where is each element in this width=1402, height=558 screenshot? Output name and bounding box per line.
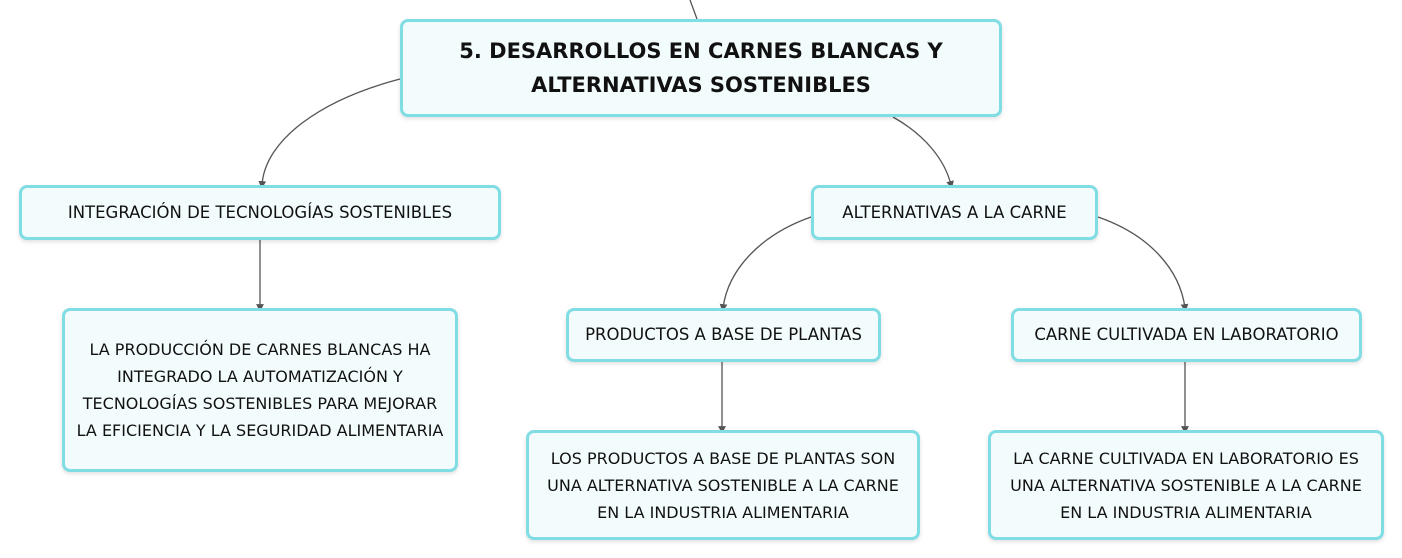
detail-line: EN LA INDUSTRIA ALIMENTARIA (597, 502, 849, 522)
connector-alternatives-to-lab (1097, 216, 1189, 312)
detail-node-plant-based[interactable]: LOS PRODUCTOS A BASE DE PLANTAS SON UNA … (526, 430, 920, 540)
detail-line: LA EFICIENCIA Y LA SEGURIDAD ALIMENTARIA (76, 421, 444, 440)
connector-root-to-tech (258, 78, 401, 189)
detail-line: INTEGRADO LA AUTOMATIZACIÓN Y (117, 367, 403, 386)
topic-label: CARNE CULTIVADA EN LABORATORIO (1034, 325, 1339, 344)
connector-alternatives-to-plants (719, 216, 812, 312)
topic-node-sustainable-tech[interactable]: INTEGRACIÓN DE TECNOLOGÍAS SOSTENIBLES (19, 185, 501, 240)
root-topic-line-1: 5. DESARROLLOS EN CARNES BLANCAS Y (459, 39, 943, 63)
detail-line: TECNOLOGÍAS SOSTENIBLES PARA MEJORAR (82, 394, 438, 413)
root-topic-node[interactable]: 5. DESARROLLOS EN CARNES BLANCAS Y ALTER… (400, 19, 1002, 117)
topic-label: ALTERNATIVAS A LA CARNE (842, 202, 1067, 222)
root-topic-line-2: ALTERNATIVAS SOSTENIBLES (531, 73, 871, 97)
detail-node-lab-grown[interactable]: LA CARNE CULTIVADA EN LABORATORIO ES UNA… (988, 430, 1384, 540)
topic-node-plant-based[interactable]: PRODUCTOS A BASE DE PLANTAS (566, 308, 881, 362)
detail-line: LOS PRODUCTOS A BASE DE PLANTAS SON (550, 448, 896, 468)
detail-line: EN LA INDUSTRIA ALIMENTARIA (1060, 502, 1312, 522)
detail-line: LA CARNE CULTIVADA EN LABORATORIO ES (1013, 448, 1359, 468)
topic-node-meat-alternatives[interactable]: ALTERNATIVAS A LA CARNE (811, 185, 1098, 240)
topic-label: INTEGRACIÓN DE TECNOLOGÍAS SOSTENIBLES (67, 202, 453, 222)
topic-label: PRODUCTOS A BASE DE PLANTAS (585, 325, 862, 344)
connector-root-to-alternatives (892, 116, 954, 189)
detail-line: UNA ALTERNATIVA SOSTENIBLE A LA CARNE (1010, 475, 1362, 495)
topic-node-lab-grown[interactable]: CARNE CULTIVADA EN LABORATORIO (1011, 308, 1362, 362)
detail-node-sustainable-tech[interactable]: LA PRODUCCIÓN DE CARNES BLANCAS HA INTEG… (62, 308, 458, 472)
detail-line: UNA ALTERNATIVA SOSTENIBLE A LA CARNE (547, 475, 899, 495)
connector-parent-to-root (689, 0, 698, 20)
detail-line: LA PRODUCCIÓN DE CARNES BLANCAS HA (89, 340, 431, 359)
